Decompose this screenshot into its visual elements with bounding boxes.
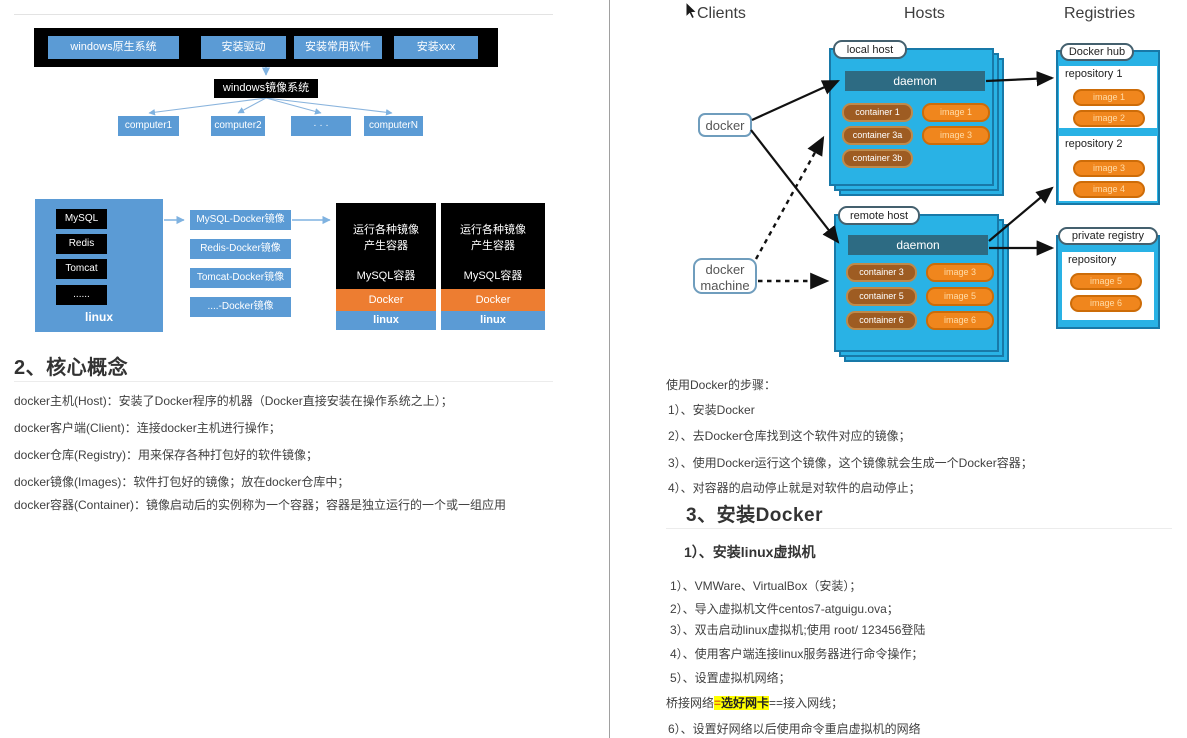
computer2-node: computer2 [211, 116, 265, 136]
runtime-box-2-line2: 产生容器 [471, 240, 515, 252]
windows-image-node: windows镜像系统 [214, 79, 318, 98]
section2-rule [14, 381, 553, 382]
runtime-box-1-app: MySQL容器 [356, 270, 416, 282]
install-item-6: 6）、设置好网络以后使用命令重启虚拟机的网络 [668, 722, 921, 736]
container-pill: container 3a [842, 126, 913, 145]
document-page-right: Clients Hosts Registries local host daem… [610, 0, 1187, 738]
mysql-docker-image: MySQL-Docker镜像 [190, 210, 291, 230]
install-item: 2）、导入虚拟机文件centos7-atguigu.ova； [670, 602, 899, 616]
docker-hub-label: Docker hub [1060, 43, 1134, 61]
image-pill: image 6 [926, 311, 994, 330]
other-docker-image: ....-Docker镜像 [190, 297, 291, 317]
app-redis: Redis [56, 234, 107, 254]
local-host-label: local host [833, 40, 907, 59]
install-item: 5）、设置虚拟机网络； [670, 671, 791, 685]
image-pill: image 6 [1070, 295, 1142, 312]
container-pill: container 3 [846, 263, 917, 282]
runtime-box-1-linux-bar: linux [336, 311, 436, 330]
bridge-highlight-text: 选好网卡 [721, 696, 770, 710]
repository-name: repository [1068, 254, 1117, 266]
concept-host: docker主机(Host)：安装了Docker程序的机器（Docker直接安装… [14, 394, 453, 408]
bridge-network-line: 桥接网络=选好网卡==接入网线； [666, 694, 843, 711]
install-item: 3）、双击启动linux虚拟机;使用 root/ 123456登陆 [670, 623, 926, 637]
column-heading-registries: Registries [1064, 5, 1136, 22]
computer-ellipsis-node: · · · [291, 116, 351, 136]
image-pill: image 1 [922, 103, 990, 122]
repository-1-name: repository 1 [1065, 68, 1123, 80]
local-daemon-bar: daemon [845, 71, 985, 91]
steps-intro: 使用Docker的步骤： [666, 378, 777, 392]
app-tomcat: Tomcat [56, 259, 107, 279]
repository-2-name: repository 2 [1065, 138, 1123, 150]
runtime-box-1-line1: 运行各种镜像 [353, 224, 419, 236]
container-pill: container 5 [846, 287, 917, 306]
bar-item-windows-native: windows原生系统 [48, 36, 179, 59]
runtime-box-2-line1: 运行各种镜像 [460, 224, 526, 236]
computerN-node: computerN [364, 116, 423, 136]
step-item: 3）、使用Docker运行这个镜像，这个镜像就会生成一个Docker容器； [668, 456, 1033, 470]
bar-item-install-driver: 安装驱动 [201, 36, 286, 59]
runtime-box-2-app: MySQL容器 [463, 270, 523, 282]
tomcat-docker-image: Tomcat-Docker镜像 [190, 268, 291, 288]
column-heading-clients: Clients [697, 5, 746, 22]
step-item: 1）、安装Docker [668, 403, 755, 417]
section3-subheading: 1）、安装linux虚拟机 [684, 544, 816, 560]
bridge-suffix: ==接入网线； [769, 696, 844, 710]
column-heading-hosts: Hosts [904, 5, 945, 22]
install-item: 4）、使用客户端连接linux服务器进行命令操作； [670, 647, 924, 661]
image-pill: image 4 [1073, 181, 1145, 198]
image-pill: image 3 [1073, 160, 1145, 177]
bridge-highlight: =选好网卡 [714, 696, 770, 710]
image-pill: image 5 [926, 287, 994, 306]
section3-heading: 3、安装Docker [686, 505, 823, 526]
image-pill: image 1 [1073, 89, 1145, 106]
step-item: 2）、去Docker仓库找到这个软件对应的镜像； [668, 429, 911, 443]
runtime-box-2-linux-bar: linux [441, 311, 545, 330]
image-pill: image 3 [922, 126, 990, 145]
concept-registry: docker仓库(Registry)：用来保存各种打包好的软件镜像； [14, 448, 319, 462]
remote-host-label: remote host [838, 206, 920, 225]
docker-machine-node: docker machine [693, 258, 757, 294]
app-mysql: MySQL [56, 209, 107, 229]
computer1-node: computer1 [118, 116, 179, 136]
image-pill: image 5 [1070, 273, 1142, 290]
container-pill: container 3b [842, 149, 913, 168]
runtime-box-1-docker-bar: Docker [336, 289, 436, 311]
image-pill: image 2 [1073, 110, 1145, 127]
container-pill: container 6 [846, 311, 917, 330]
concept-client: docker客户端(Client)：连接docker主机进行操作； [14, 421, 281, 435]
top-rule [14, 14, 553, 15]
docker-client-node: docker [698, 113, 752, 137]
runtime-box-2-docker-bar: Docker [441, 289, 545, 311]
app-ellipsis: ...... [56, 285, 107, 305]
remote-daemon-bar: daemon [848, 235, 988, 255]
concept-images: docker镜像(Images)：软件打包好的镜像；放在docker仓库中； [14, 475, 350, 489]
bridge-prefix: 桥接网络 [666, 696, 715, 710]
document-page-left: windows原生系统 安装驱动 安装常用软件 安装xxx windows镜像系… [14, 14, 553, 512]
page-divider [609, 0, 610, 738]
install-item: 1）、VMWare、VirtualBox（安装）； [670, 579, 862, 593]
bridge-eq: = [714, 696, 722, 710]
docker-machine-line1: docker [705, 262, 745, 277]
runtime-box-2: 运行各种镜像 产生容器 MySQL容器 Docker linux [441, 203, 545, 330]
redis-docker-image: Redis-Docker镜像 [190, 239, 291, 259]
runtime-box-1-line2: 产生容器 [364, 240, 408, 252]
concept-container: docker容器(Container)：镜像启动后的实例称为一个容器；容器是独立… [14, 498, 507, 512]
private-registry-label: private registry [1058, 227, 1158, 245]
bar-item-install-software: 安装常用软件 [294, 36, 382, 59]
image-pill: image 3 [926, 263, 994, 282]
linux-os-label: linux [84, 310, 113, 324]
bar-item-install-xxx: 安装xxx [394, 36, 478, 59]
section3-rule [666, 528, 1172, 529]
step-item: 4）、对容器的启动停止就是对软件的启动停止； [668, 481, 921, 495]
section2-heading: 2、核心概念 [14, 357, 129, 379]
container-pill: container 1 [842, 103, 913, 122]
runtime-box-1: 运行各种镜像 产生容器 MySQL容器 Docker linux [336, 203, 436, 330]
docker-machine-line2: machine [700, 278, 750, 294]
